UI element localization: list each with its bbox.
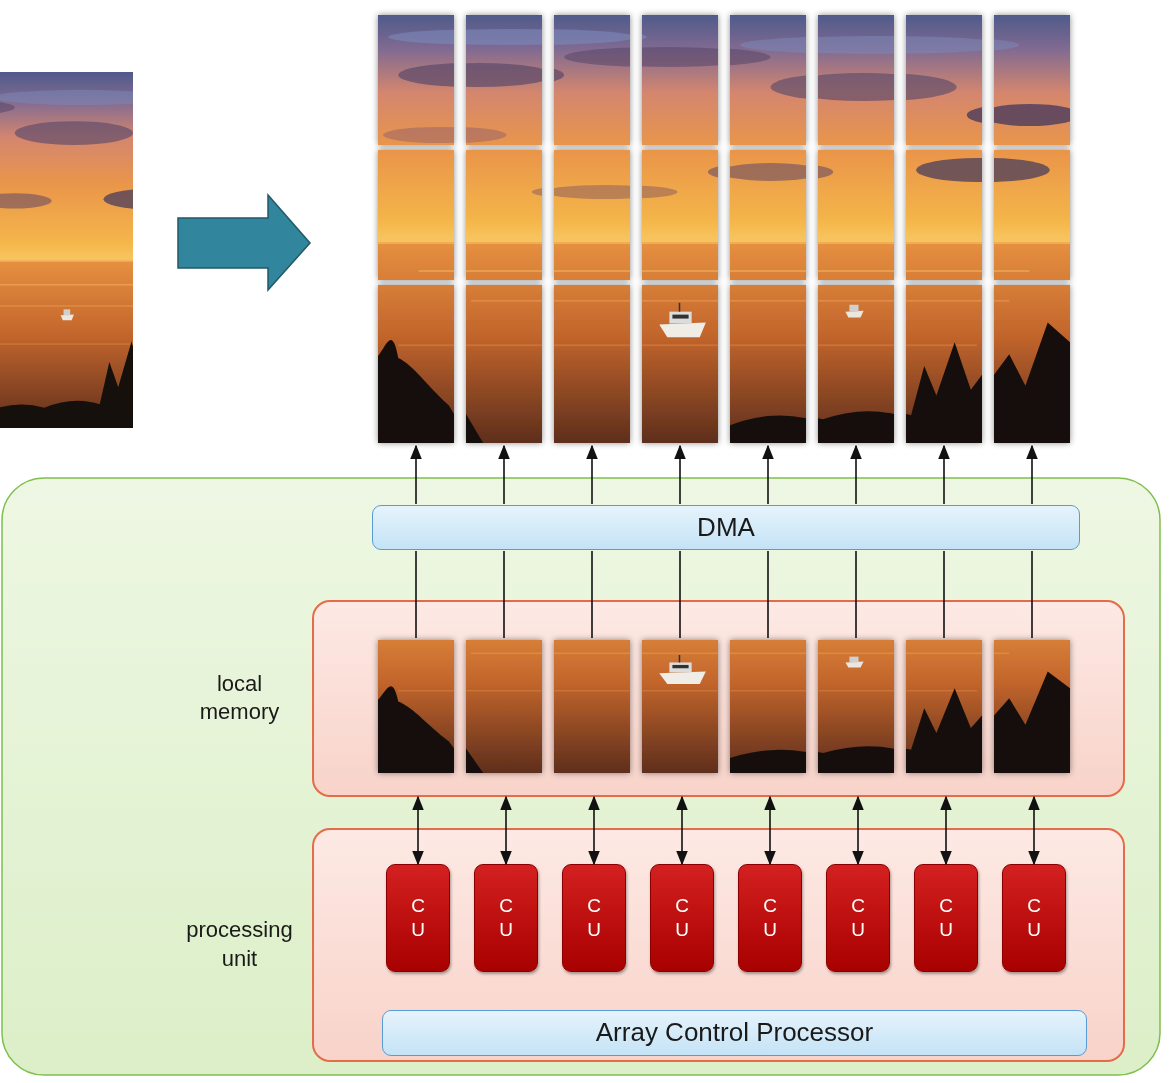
- memory-link-arrow: [681, 797, 683, 864]
- box-label: C U: [1024, 894, 1045, 942]
- compute-unit: C U: [650, 864, 714, 972]
- compute-unit: C U: [738, 864, 802, 972]
- memory-link-arrow: [857, 797, 859, 864]
- box-label: DMA: [697, 513, 755, 543]
- image-tile-grid: [378, 15, 1080, 443]
- compute-unit: C U: [1002, 864, 1066, 972]
- dma-to-tile-arrows: [416, 446, 1032, 504]
- compute-unit: C U: [386, 864, 450, 972]
- box-label: C U: [936, 894, 957, 942]
- memory-link-arrow: [417, 797, 419, 864]
- memory-link-arrow: [593, 797, 595, 864]
- compute-unit: C U: [914, 864, 978, 972]
- memory-link-arrow: [505, 797, 507, 864]
- box-label: C U: [760, 894, 781, 942]
- local-memory-tiles: [378, 424, 1080, 773]
- box-label: Array Control Processor: [596, 1018, 873, 1048]
- box-label: C U: [496, 894, 517, 942]
- dma-bar: DMA: [372, 505, 1080, 550]
- split-arrow: [178, 195, 310, 290]
- device-panel: [2, 478, 1160, 1075]
- compute-unit: C U: [562, 864, 626, 972]
- box-label: C U: [408, 894, 429, 942]
- memory-link-arrow: [945, 797, 947, 864]
- control-processor-bar: Array Control Processor: [382, 1010, 1087, 1056]
- block-label: local memory: [177, 670, 302, 727]
- memory-link-arrow: [769, 797, 771, 864]
- block-label: processing unit: [177, 916, 302, 973]
- compute-unit: C U: [474, 864, 538, 972]
- box-label: C U: [584, 894, 605, 942]
- box-label: C U: [672, 894, 693, 942]
- processing-box: processing unitC UC UC UC UC UC UC UC UA…: [312, 828, 1125, 1062]
- compute-unit: C U: [826, 864, 890, 972]
- memory-link-arrow: [1033, 797, 1035, 864]
- memory-to-dma-lines: [416, 551, 1032, 638]
- box-label: C U: [848, 894, 869, 942]
